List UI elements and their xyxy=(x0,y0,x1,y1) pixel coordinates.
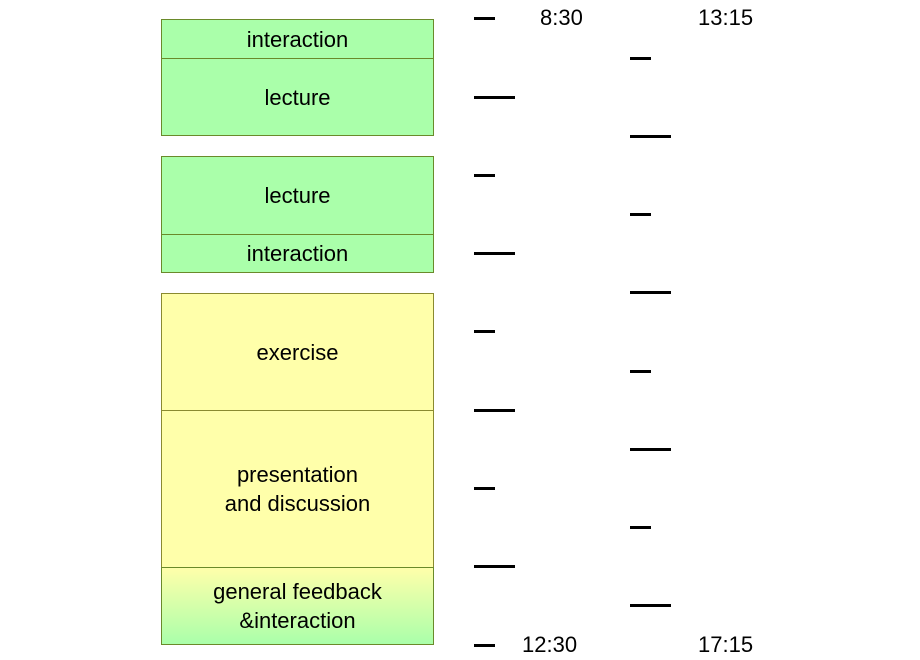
morning-start-time: 8:30 xyxy=(540,5,583,30)
block-exercise: exercise xyxy=(161,293,434,411)
tick-mark xyxy=(474,174,495,177)
tick-mark xyxy=(474,252,515,255)
block-label: lecture xyxy=(264,84,331,110)
tick-mark xyxy=(474,644,495,647)
tick-mark xyxy=(630,57,651,60)
tick-mark xyxy=(630,213,651,216)
tick-mark xyxy=(630,448,671,451)
block-label: presentation and discussion xyxy=(224,462,371,516)
tick-mark xyxy=(474,96,515,99)
block-label: exercise xyxy=(256,339,339,365)
tick-mark xyxy=(474,330,495,333)
tick-mark xyxy=(474,17,495,20)
tick-mark xyxy=(630,604,671,607)
block-label: interaction xyxy=(246,26,349,52)
block-general-feedback: general feedback &interaction xyxy=(161,567,434,645)
tick-mark xyxy=(630,135,671,138)
block-label: lecture xyxy=(264,183,331,208)
tick-mark xyxy=(474,487,495,490)
tick-mark xyxy=(630,526,651,529)
tick-mark xyxy=(630,291,671,294)
tick-mark xyxy=(474,565,515,568)
block-interaction-1: interaction xyxy=(161,19,434,59)
block-label: general feedback &interaction xyxy=(213,579,382,633)
block-label: interaction xyxy=(246,241,349,266)
tick-mark xyxy=(630,370,651,373)
block-lecture-1: lecture xyxy=(161,58,434,136)
block-presentation-discussion: presentation and discussion xyxy=(161,410,434,568)
tick-mark xyxy=(474,409,515,412)
block-interaction-2: interaction xyxy=(161,234,434,273)
afternoon-start-time: 13:15 xyxy=(698,5,754,30)
afternoon-end-time: 17:15 xyxy=(698,632,754,657)
block-lecture-2: lecture xyxy=(161,156,434,235)
morning-end-time: 12:30 xyxy=(522,632,578,657)
